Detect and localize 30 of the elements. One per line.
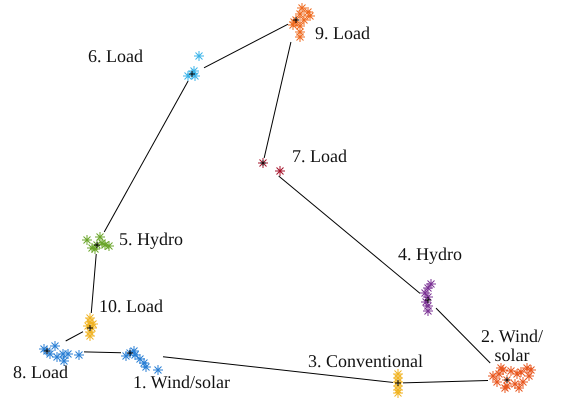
connector-line (436, 308, 491, 364)
marker-cluster (258, 158, 285, 176)
connector-line (162, 356, 394, 383)
node-label: 6. Load (88, 47, 143, 66)
connector-line (104, 80, 189, 232)
marker-cluster (393, 369, 403, 398)
connector-line (204, 24, 288, 68)
marker-cluster (121, 346, 163, 375)
node-label: 5. Hydro (119, 230, 183, 249)
node-label: 7. Load (292, 147, 347, 166)
connector-line (65, 331, 84, 342)
connector-line (84, 351, 122, 354)
node-label: 3. Conventional (308, 352, 423, 371)
marker-cluster (83, 313, 98, 341)
node-label: 9. Load (315, 24, 370, 43)
connector-line (278, 176, 420, 294)
node-label: 8. Load (13, 363, 68, 382)
node-label: 10. Load (99, 297, 163, 316)
marker-cluster (488, 363, 536, 393)
node-label: 1. Wind/solar (133, 373, 230, 392)
connector-line (90, 254, 97, 314)
connector-line (264, 42, 292, 158)
connector-line (402, 380, 488, 384)
marker-cluster (288, 3, 315, 42)
node-label: 4. Hydro (398, 245, 462, 264)
marker-cluster (82, 232, 114, 254)
node-label: 2. Wind/ solar (480, 327, 544, 365)
marker-cluster (420, 279, 436, 316)
marker-cluster (39, 341, 84, 366)
marker-cluster (183, 51, 204, 81)
